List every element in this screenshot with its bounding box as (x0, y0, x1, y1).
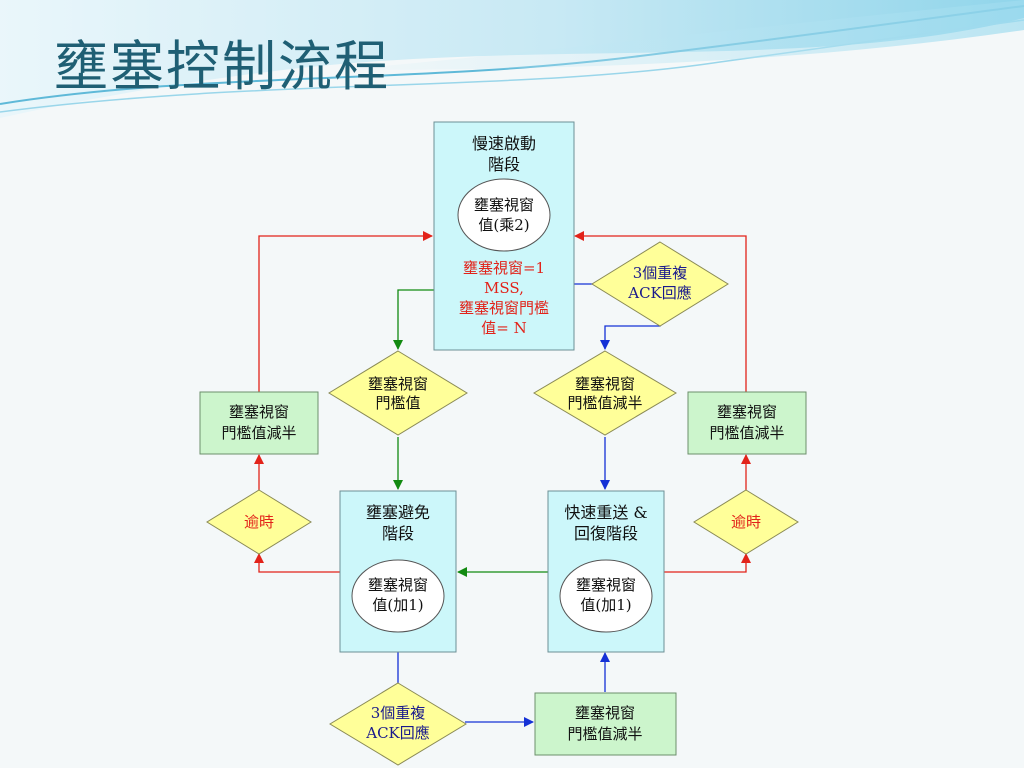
action-halve-left: 壅塞視窗 門檻值減半 (199, 391, 319, 455)
ca-window-line1: 壅塞視窗 (368, 576, 428, 594)
arrow-halve-left-to-slow-start (258, 231, 433, 392)
ca-title-line1: 壅塞避免 (366, 503, 430, 522)
condition-timeout-left: 逾時 (206, 489, 312, 555)
fr-window-line1: 壅塞視窗 (576, 576, 636, 594)
state-slow-start: 慢速啟動 階段 壅塞視窗 值(乘2) 壅塞視窗=1 MSS, 壅塞視窗門檻 值=… (433, 121, 575, 351)
slow-start-title-line2: 階段 (488, 155, 520, 174)
condition-timeout-right: 逾時 (693, 489, 799, 555)
header-swoosh (0, 0, 1024, 118)
condition-threshold-right: 壅塞視窗 門檻值減半 (533, 350, 677, 436)
halve-bottom-line1: 壅塞視窗 (575, 704, 635, 722)
slow-start-window-line1: 壅塞視窗 (474, 196, 534, 214)
state-congestion-avoidance: 壅塞避免 階段 壅塞視窗 值(加1) (339, 490, 457, 653)
halve-left-line2: 門檻值減半 (221, 424, 296, 442)
halve-bottom-line2: 門檻值減半 (567, 725, 642, 743)
slow-start-title-line1: 慢速啟動 (472, 134, 536, 153)
threshold-left-line1: 壅塞視窗 (368, 375, 428, 393)
dupack-top-line2: ACK回應 (627, 284, 692, 302)
dupack-top-line1: 3個重複 (633, 264, 688, 282)
fr-title-line1: 快速重送 & (564, 503, 647, 522)
timeout-left-label: 逾時 (244, 513, 274, 531)
arrow-slow-start-to-threshold (393, 289, 434, 350)
ca-window-line2: 值(加1) (372, 596, 423, 614)
halve-left-line1: 壅塞視窗 (229, 403, 289, 421)
slow-start-window-ellipse (457, 178, 551, 252)
arrow-fr-to-timeout-right (664, 553, 751, 573)
slide-title: 壅塞控制流程 (54, 35, 390, 98)
slow-start-window-line2: 值(乘2) (478, 216, 529, 234)
ca-window-ellipse (351, 559, 445, 633)
state-fast-recovery: 快速重送 & 回復階段 壅塞視窗 值(加1) (547, 490, 665, 653)
fr-title-line2: 回復階段 (574, 524, 638, 543)
action-halve-right: 壅塞視窗 門檻值減半 (687, 391, 807, 455)
arrow-halve-right-to-slow-start (574, 231, 747, 392)
condition-threshold-left: 壅塞視窗 門檻值 (328, 350, 468, 436)
fr-window-line2: 值(加1) (580, 596, 631, 614)
slow-start-init-line3: 壅塞視窗門檻 (459, 299, 549, 317)
halve-right-line1: 壅塞視窗 (717, 403, 777, 421)
ca-title-line2: 階段 (382, 524, 414, 543)
dupack-bottom-line2: ACK回應 (365, 724, 430, 742)
arrow-ca-to-timeout-left (254, 553, 340, 573)
dupack-bottom-line1: 3個重複 (371, 704, 426, 722)
threshold-right-line1: 壅塞視窗 (575, 375, 635, 393)
arrow-dupack-top-to-halve (600, 324, 661, 350)
slow-start-init-line1: 壅塞視窗=1 (463, 259, 545, 277)
slow-start-init-line4: 值= N (481, 319, 526, 337)
condition-dupack-top: 3個重複 ACK回應 (591, 241, 729, 327)
slow-start-init-line2: MSS, (484, 279, 524, 297)
threshold-left-line2: 門檻值 (375, 394, 420, 412)
threshold-right-line2: 門檻值減半 (567, 394, 642, 412)
halve-right-line2: 門檻值減半 (709, 424, 784, 442)
fr-window-ellipse (559, 559, 653, 633)
action-halve-bottom: 壅塞視窗 門檻值減半 (534, 692, 677, 756)
condition-dupack-bottom: 3個重複 ACK回應 (329, 682, 467, 766)
timeout-right-label: 逾時 (731, 513, 761, 531)
